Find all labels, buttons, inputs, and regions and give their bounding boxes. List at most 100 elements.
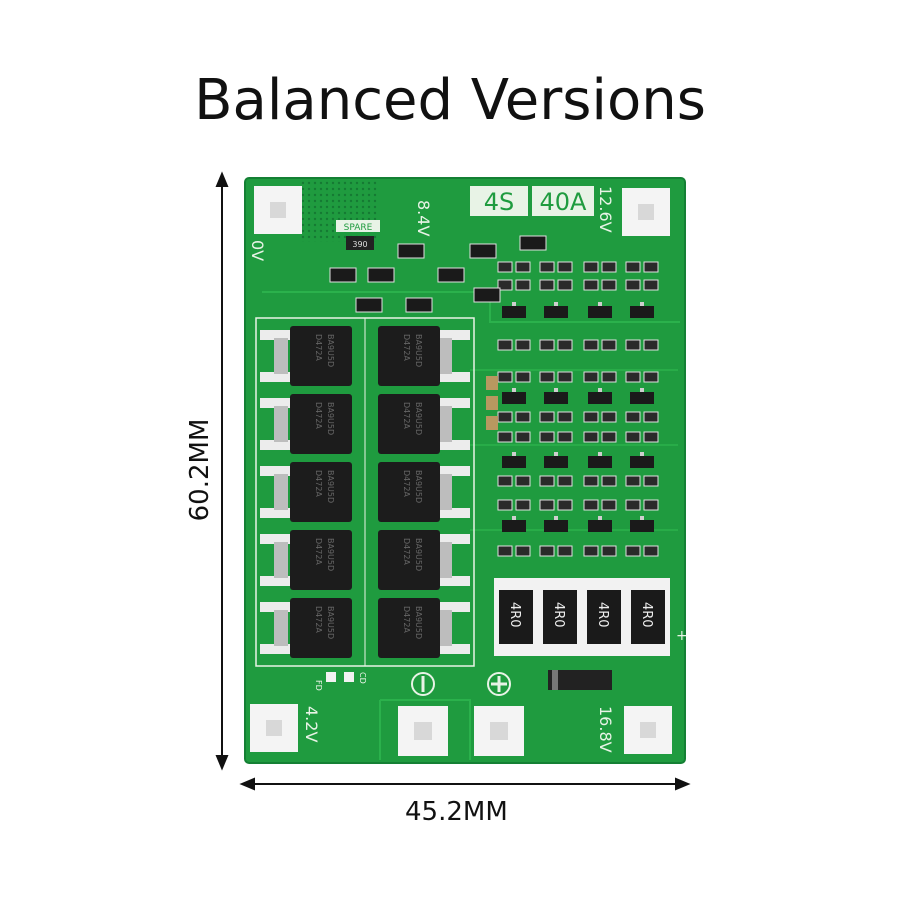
smd-resistor <box>583 279 617 291</box>
spare-resistor-code: 390 <box>352 240 367 249</box>
smd-resistor <box>539 261 573 273</box>
spare-label: SPARE <box>344 223 373 233</box>
mosfet-code: BA9U5D <box>414 606 423 639</box>
smd-resistor <box>583 371 617 383</box>
transistor <box>544 516 568 532</box>
smd-resistor <box>625 339 659 351</box>
smd-capacitor <box>486 416 498 430</box>
smd-resistor <box>583 499 617 511</box>
transistor <box>502 302 526 318</box>
smd-component <box>437 267 465 283</box>
transistor <box>630 516 654 532</box>
smd-resistor <box>539 279 573 291</box>
transistor <box>588 302 612 318</box>
shunt-resistor: 4R0 <box>582 578 626 656</box>
smd-resistor <box>497 339 531 351</box>
shunt-code: 4R0 <box>595 602 610 628</box>
smd-resistor <box>583 475 617 487</box>
transistor <box>502 388 526 404</box>
shunt-resistor-array: 4R0 4R0 4R0 4R0 <box>494 578 670 656</box>
mosfet-code: D472A <box>314 606 323 633</box>
smd-resistor <box>539 499 573 511</box>
shunt-resistor: 4R0 <box>626 578 670 656</box>
mosfet-code: BA9U5D <box>414 402 423 435</box>
mosfet-code: D472A <box>314 470 323 497</box>
smd-resistor <box>583 411 617 423</box>
label-0v: 0V <box>248 240 267 261</box>
label-12-6v: 12.6V <box>596 186 615 233</box>
smd-component <box>329 267 357 283</box>
led-label-cd: CD <box>358 672 367 684</box>
smd-resistor <box>497 545 531 557</box>
smd-resistor <box>539 431 573 443</box>
solder-pad-top-left <box>254 186 302 234</box>
transistor <box>502 452 526 468</box>
smd-resistor <box>625 499 659 511</box>
mosfet-code: D472A <box>314 402 323 429</box>
shunt-resistor: 4R0 <box>538 578 582 656</box>
mosfet-code: BA9U5D <box>326 606 335 639</box>
mosfet-code: D472A <box>402 606 411 633</box>
page-title: Balanced Versions <box>194 68 706 133</box>
transistor <box>630 302 654 318</box>
smd-resistor <box>625 411 659 423</box>
smd-resistor <box>497 431 531 443</box>
smd-resistor <box>497 279 531 291</box>
transistor <box>630 452 654 468</box>
solder-pad-bottom-left <box>250 704 298 752</box>
shunt-code: 4R0 <box>507 602 522 628</box>
smd-resistor <box>539 475 573 487</box>
smd-resistor <box>583 261 617 273</box>
control-components <box>329 235 659 557</box>
mosfet-code: D472A <box>314 334 323 361</box>
smd-capacitor <box>486 376 498 390</box>
smd-resistor <box>539 339 573 351</box>
transistor <box>544 302 568 318</box>
mosfet-code: BA9U5D <box>326 334 335 367</box>
led-label-fd: FD <box>314 680 323 691</box>
mosfet-code: D472A <box>402 334 411 361</box>
transistor <box>544 452 568 468</box>
mosfet-code: BA9U5D <box>414 334 423 367</box>
mosfet-code: BA9U5D <box>414 538 423 571</box>
smd-component <box>405 297 433 313</box>
smd-resistor <box>625 279 659 291</box>
mosfet-code: D472A <box>402 538 411 565</box>
smd-resistor <box>625 261 659 273</box>
smd-component <box>397 243 425 259</box>
shunt-resistor: 4R0 <box>494 578 538 656</box>
smd-component <box>355 297 383 313</box>
mosfet-code: BA9U5D <box>326 402 335 435</box>
transistor <box>588 452 612 468</box>
shunt-code: 4R0 <box>551 602 566 628</box>
width-label: 45.2MM <box>405 797 508 827</box>
label-16-8v: 16.8V <box>596 706 615 753</box>
transistor <box>502 516 526 532</box>
smd-resistor <box>497 499 531 511</box>
smd-component <box>367 267 395 283</box>
smd-resistor <box>497 261 531 273</box>
smd-resistor <box>625 475 659 487</box>
mosfet-code: BA9U5D <box>326 538 335 571</box>
smd-resistor <box>539 411 573 423</box>
smd-resistor <box>497 475 531 487</box>
solder-pad-negative <box>398 706 448 756</box>
solder-pad-top-right <box>622 188 670 236</box>
transistor <box>588 516 612 532</box>
svg-text:+: + <box>676 628 688 644</box>
smd-capacitor <box>486 396 498 410</box>
mosfet-code: D472A <box>402 402 411 429</box>
mosfet-code: BA9U5D <box>326 470 335 503</box>
solder-pad-bottom-right <box>624 706 672 754</box>
badge-cells: 4S <box>484 188 515 216</box>
